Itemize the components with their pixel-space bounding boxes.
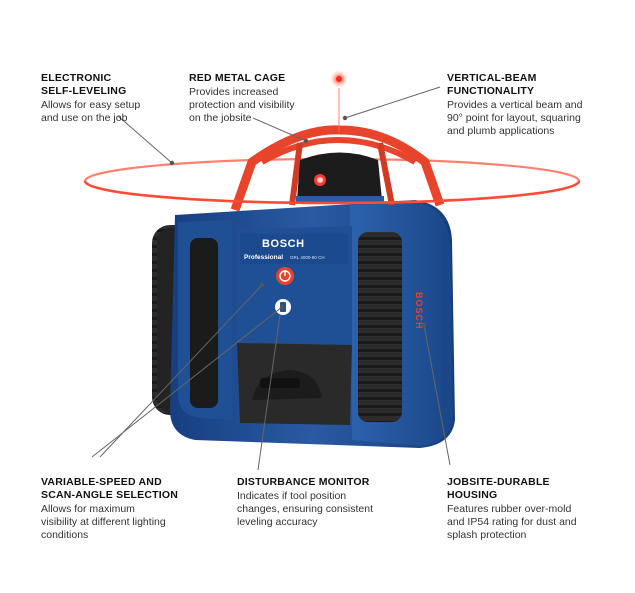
callout-title: VARIABLE-SPEED AND SCAN-ANGLE SELECTION [41, 476, 179, 501]
product-line-label: Professional [244, 254, 284, 261]
red-metal-cage [230, 125, 445, 212]
callout-title: JOBSITE-DURABLE HOUSING [447, 476, 550, 501]
callout-description: Allows for easy setup and use on the job [41, 99, 141, 124]
callout-vertical-beam: VERTICAL-BEAM FUNCTIONALITY Provides a v… [447, 72, 627, 138]
callout-red-metal-cage: RED METAL CAGE Provides increased protec… [189, 72, 359, 125]
laser-ring-front [83, 180, 581, 205]
brand-logo: BOSCH [262, 238, 305, 250]
callout-electronic-self-leveling: ELECTRONIC SELF-LEVELING Allows for easy… [41, 72, 211, 125]
callout-title: ELECTRONIC SELF-LEVELING [41, 72, 127, 97]
callout-title: DISTURBANCE MONITOR [237, 476, 370, 488]
callout-description: Allows for maximum visibility at differe… [41, 503, 166, 541]
callout-description: Indicates if tool position changes, ensu… [237, 490, 374, 528]
right-rubber-grip [358, 232, 402, 422]
callout-variable-speed: VARIABLE-SPEED AND SCAN-ANGLE SELECTION … [41, 476, 216, 542]
callout-jobsite-durable: JOBSITE-DURABLE HOUSING Features rubber … [447, 476, 627, 542]
callout-title: RED METAL CAGE [189, 72, 286, 84]
side-brand-logo: BOSCH [414, 292, 424, 330]
callout-leader-lines [91, 86, 451, 471]
callout-description: Provides increased protection and visibi… [189, 86, 295, 124]
callout-description: Features rubber over-mold and IP54 ratin… [447, 503, 577, 541]
rotating-head [297, 152, 382, 200]
model-label: GRL 4000-80 CH [290, 255, 325, 260]
callout-description: Provides a vertical beam and 90° point f… [447, 99, 583, 137]
callout-disturbance-monitor: DISTURBANCE MONITOR Indicates if tool po… [237, 476, 417, 529]
callout-title: VERTICAL-BEAM FUNCTIONALITY [447, 72, 537, 97]
